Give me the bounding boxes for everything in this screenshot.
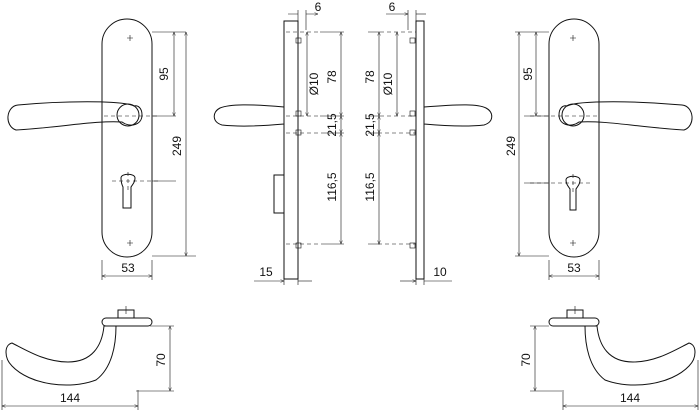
top-view-left: 70 144 <box>1 306 174 410</box>
side-view-left: 6 Ø10 78 21,5 116,5 15 <box>213 0 344 285</box>
dim-bottom-left: 15 <box>259 265 273 279</box>
front-view-left: 95 249 53 <box>7 18 196 280</box>
latch-box-left <box>273 174 284 214</box>
dim-width-right: 53 <box>567 261 581 275</box>
rose-right <box>561 103 585 127</box>
dim-center-left: 95 <box>157 67 171 81</box>
dim-width-left: 53 <box>121 261 135 275</box>
screw-marks-left <box>127 35 133 246</box>
dim-depth-right: 70 <box>519 353 533 367</box>
dim-top-right: 6 <box>389 0 396 14</box>
dim-length-left: 144 <box>60 391 80 405</box>
dim-bottom-right: 10 <box>433 265 447 279</box>
cylinder-hole-left <box>120 173 136 209</box>
dim-d1-right: 78 <box>363 70 377 84</box>
lever-top-left <box>5 325 117 386</box>
lever-handle-right <box>558 101 693 131</box>
side-view-right: 6 Ø10 78 21,5 116,5 10 <box>363 0 493 285</box>
dim-center-right: 95 <box>521 67 535 81</box>
lever-side-right <box>423 104 493 127</box>
lever-handle-left <box>7 101 143 131</box>
dim-diameter-left: Ø10 <box>307 72 321 95</box>
cylinder-hole-right <box>565 175 581 211</box>
dim-d3-right: 116,5 <box>363 172 377 201</box>
dim-d2-left: 21,5 <box>325 113 339 137</box>
backplate-left <box>101 18 153 258</box>
side-plate-right <box>415 20 425 280</box>
dim-top-left: 6 <box>315 0 322 14</box>
dim-diameter-right: Ø10 <box>381 72 395 95</box>
side-plate-left <box>283 20 299 280</box>
dim-height-right: 249 <box>504 136 518 156</box>
dim-d2-right: 21,5 <box>363 113 377 137</box>
lever-side-left <box>213 104 285 127</box>
backplate-right <box>548 18 600 258</box>
dim-depth-left: 70 <box>154 353 168 367</box>
dim-length-right: 144 <box>620 391 640 405</box>
rose-left <box>116 103 140 127</box>
front-view-right: 95 249 53 <box>504 18 693 280</box>
top-view-right: 70 144 <box>519 306 699 410</box>
lever-top-right <box>584 325 696 386</box>
dim-height-left: 249 <box>170 136 184 156</box>
dim-d1-left: 78 <box>325 70 339 84</box>
dim-d3-left: 116,5 <box>325 172 339 201</box>
